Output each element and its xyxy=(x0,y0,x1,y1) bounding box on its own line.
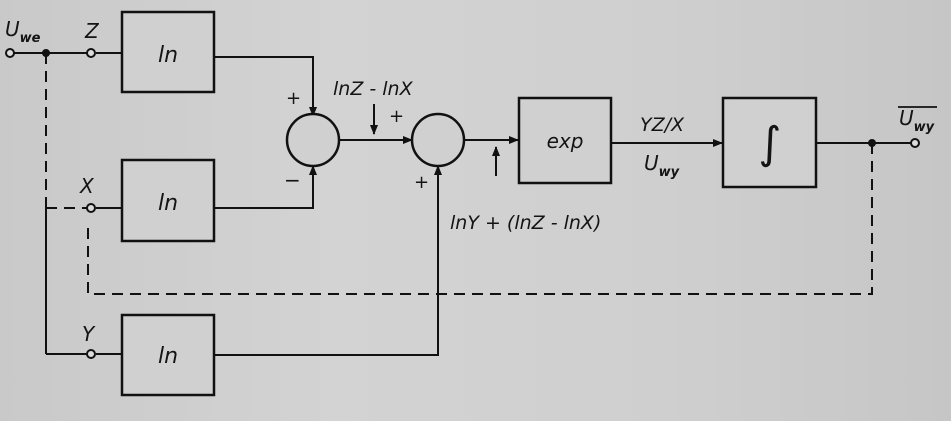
input-label: Uwe xyxy=(5,17,41,46)
y-label: Y xyxy=(82,322,96,346)
summing-junction-1 xyxy=(285,112,341,168)
ln-y-text: ln xyxy=(158,344,178,369)
junction-input xyxy=(42,49,50,57)
lnz-to-sum1 xyxy=(214,56,317,117)
diff-expression: lnZ - lnX xyxy=(333,78,414,100)
sum2-plus-left: + xyxy=(389,106,404,127)
ratio-expression: YZ/X xyxy=(640,114,685,136)
feedback-dashed xyxy=(87,143,873,295)
lny-to-sum2 xyxy=(214,165,442,356)
terminal-y xyxy=(86,349,96,359)
exp-output-label: Uwy xyxy=(644,151,680,180)
ln-block-x xyxy=(120,158,216,243)
terminal-x xyxy=(86,203,96,213)
terminal-input xyxy=(5,48,15,58)
junction-output xyxy=(868,139,876,147)
output-label: Uwy xyxy=(899,106,935,135)
ln-block-y xyxy=(120,313,216,397)
integral-symbol: ∫ xyxy=(759,118,782,169)
sum1-minus-sign: − xyxy=(284,168,301,192)
exp-block xyxy=(517,96,613,185)
terminal-z xyxy=(86,48,96,58)
ln-x-text: ln xyxy=(158,191,178,216)
ln-block-z xyxy=(120,10,216,94)
ln-z-text: ln xyxy=(158,43,178,68)
sum-expression: lnY + (lnZ - lnX) xyxy=(450,212,601,234)
x-label: X xyxy=(79,174,95,198)
sum1-plus-sign: + xyxy=(286,88,301,109)
sum2-plus-bottom: + xyxy=(414,172,429,193)
terminal-output xyxy=(910,138,920,148)
lnx-to-sum1 xyxy=(214,165,317,209)
exp-text: exp xyxy=(547,129,584,153)
integrator-block xyxy=(721,96,818,189)
summing-junction-2 xyxy=(410,112,466,168)
z-label: Z xyxy=(84,19,100,43)
